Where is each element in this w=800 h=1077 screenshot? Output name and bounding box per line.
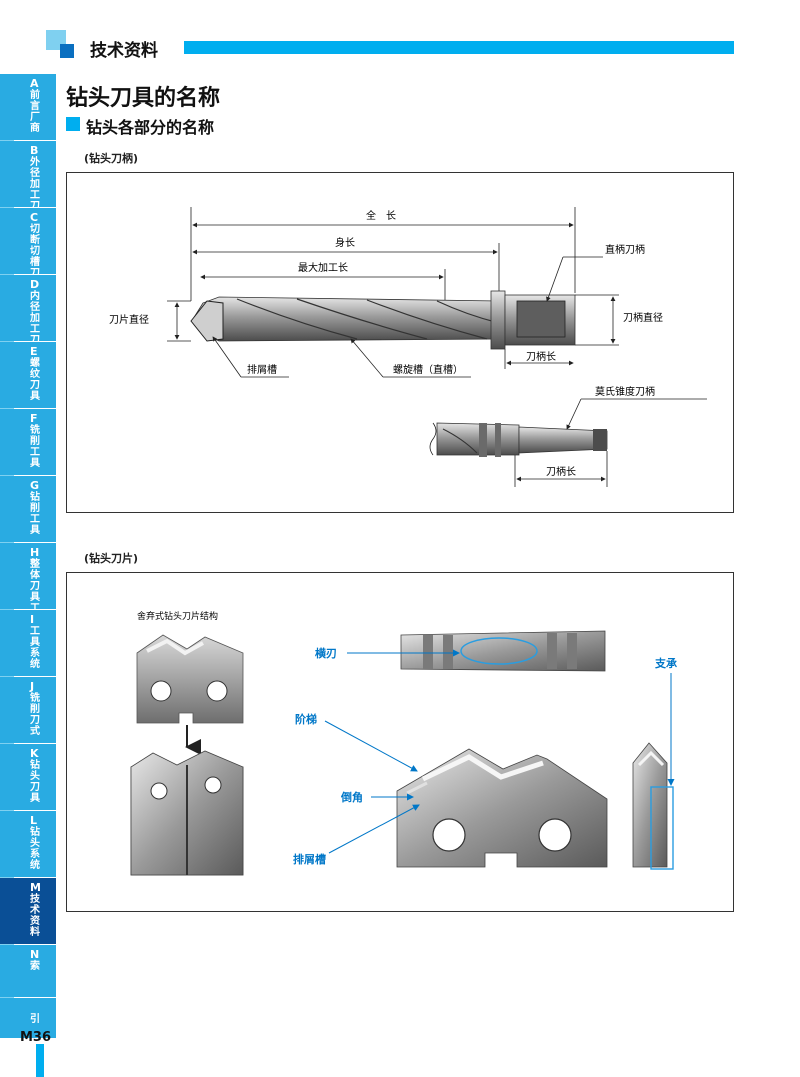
header-square-dark — [60, 44, 74, 58]
section1-caption: (钻头刀柄) — [84, 152, 139, 165]
body-length-label: 身长 — [335, 236, 355, 249]
page-number: M36 — [20, 1030, 52, 1045]
insert-diameter-label: 刀片直径 — [109, 313, 149, 326]
side-tab-h[interactable]: H整体刀具工刀 — [0, 543, 56, 625]
straight-shank-label: 直柄刀柄 — [605, 243, 645, 256]
drill-shank-diagram: 全 长 身长 最大加工长 刀片直径 刀柄直径 直柄刀柄 刀柄长 — [66, 172, 734, 513]
page-bar — [36, 1044, 44, 1077]
main-title: 钻头刀具的名称 — [66, 86, 221, 111]
insert-structure-label: 舍弃式钻头刀片结构 — [137, 610, 218, 622]
shank-length-label: 刀柄长 — [526, 350, 556, 363]
step-label: 阶梯 — [295, 712, 317, 726]
side-tab-b[interactable]: B外径加工刀具 — [0, 141, 56, 223]
side-tab-d[interactable]: D内径加工刀具 — [0, 275, 56, 357]
support-label: 支承 — [654, 656, 678, 670]
max-cut-length-label: 最大加工长 — [298, 261, 348, 274]
drill-insert-diagram: 舍弃式钻头刀片结构 横刃 阶梯 倒角 排屑槽 — [66, 572, 734, 912]
total-length-label: 全 长 — [366, 209, 396, 222]
subtitle-square — [66, 117, 80, 131]
sub-title: 钻头各部分的名称 — [86, 118, 215, 137]
insert-chip-groove-label: 排屑槽 — [293, 852, 326, 866]
header-title: 技术资料 — [90, 41, 158, 61]
side-tab-c[interactable]: C切断切槽刀具 — [0, 208, 56, 290]
header-bar — [184, 41, 734, 54]
shank-length2-label: 刀柄长 — [546, 465, 576, 478]
shank-diameter-label: 刀柄直径 — [623, 311, 663, 324]
section2-caption: (钻头刀片) — [84, 552, 139, 565]
chisel-edge-label: 横刃 — [315, 646, 337, 660]
morse-shank-label: 莫氏锥度刀柄 — [595, 385, 655, 398]
spiral-groove-label: 螺旋槽（直槽） — [393, 363, 463, 376]
chip-groove-label: 排屑槽 — [247, 363, 277, 376]
chamfer-label: 倒角 — [340, 790, 363, 804]
side-tab-index[interactable]: 引 — [0, 998, 56, 1038]
